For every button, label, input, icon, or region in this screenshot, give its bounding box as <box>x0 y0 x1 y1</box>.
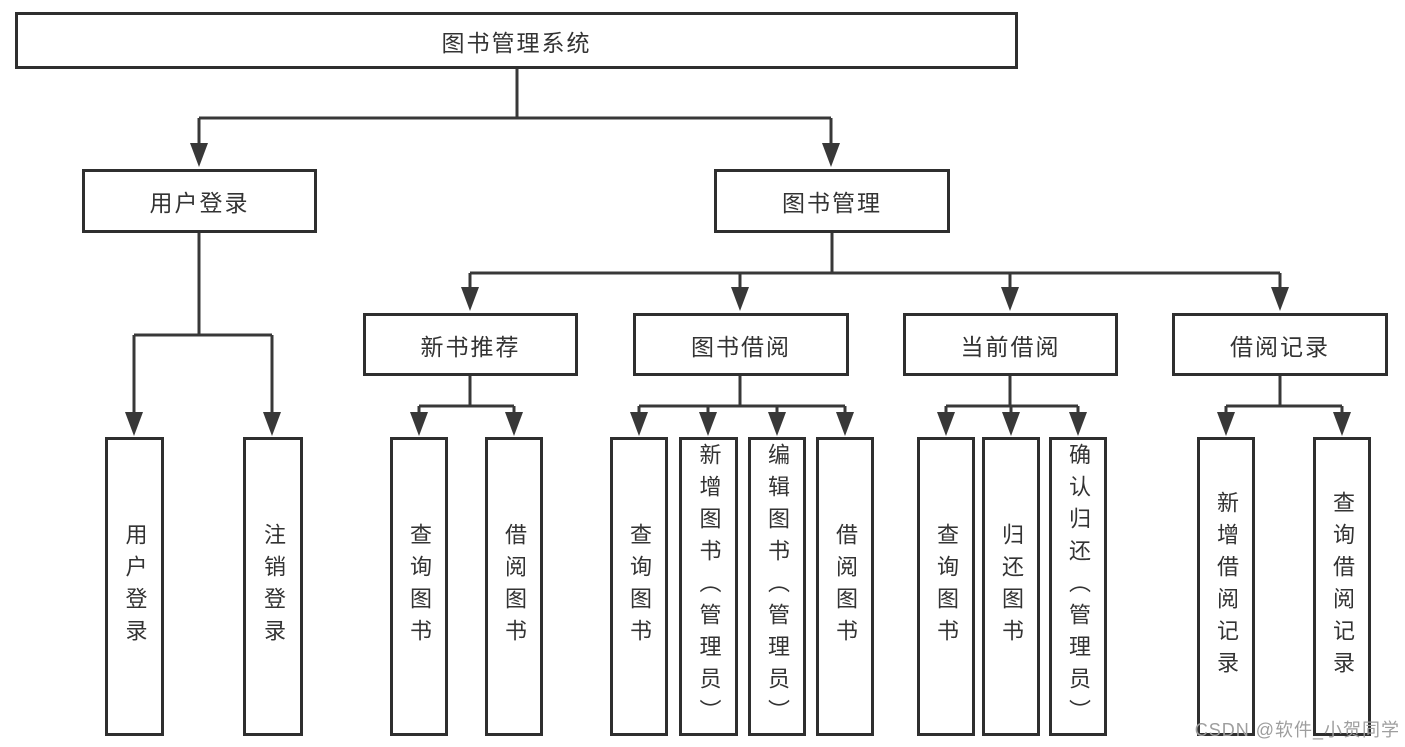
leaf-borrowing-borrow-books: 借阅图书 <box>816 437 874 736</box>
leaf-newbook-query-books: 查询图书 <box>390 437 448 736</box>
csdn-watermark: CSDN @软件_小贺同学 <box>1194 720 1400 740</box>
arrowhead <box>699 412 717 436</box>
arrowhead <box>1069 412 1087 436</box>
leaf-current-return-books: 归还图书 <box>982 437 1040 736</box>
arrowhead <box>1217 412 1235 436</box>
arrowhead <box>822 143 840 167</box>
arrowhead <box>125 412 143 436</box>
arrowhead <box>263 412 281 436</box>
leaf-logout: 注销登录 <box>243 437 303 736</box>
arrowhead <box>1001 287 1019 311</box>
leaf-records-query-record: 查询借阅记录 <box>1313 437 1371 736</box>
connector <box>637 376 847 416</box>
arrowhead <box>505 412 523 436</box>
leaf-current-confirm-return-admin: 确认归还（管理员） <box>1049 437 1107 736</box>
leaf-user-login: 用户登录 <box>105 437 164 736</box>
arrowhead <box>190 143 208 167</box>
node-borrow-records: 借阅记录 <box>1172 313 1388 376</box>
connector <box>417 376 516 416</box>
arrowhead <box>1333 412 1351 436</box>
connector <box>132 233 274 414</box>
tree-connectors <box>125 69 1351 436</box>
connector <box>197 69 833 146</box>
leaf-records-add-record: 新增借阅记录 <box>1197 437 1255 736</box>
arrowhead <box>410 412 428 436</box>
leaf-borrowing-query-books: 查询图书 <box>610 437 668 736</box>
leaf-borrowing-add-books-admin: 新增图书（管理员） <box>679 437 738 736</box>
node-book-borrowing: 图书借阅 <box>633 313 849 376</box>
arrowhead <box>937 412 955 436</box>
node-current-borrowing: 当前借阅 <box>903 313 1118 376</box>
leaf-borrowing-edit-books-admin: 编辑图书（管理员） <box>748 437 806 736</box>
leaf-current-query-books: 查询图书 <box>917 437 975 736</box>
node-user-login: 用户登录 <box>82 169 317 233</box>
arrowhead <box>1002 412 1020 436</box>
connector <box>1224 376 1344 416</box>
arrowhead <box>731 287 749 311</box>
connector <box>944 376 1080 416</box>
arrowhead <box>461 287 479 311</box>
arrowhead <box>768 412 786 436</box>
node-book-management: 图书管理 <box>714 169 950 233</box>
leaf-newbook-borrow-books: 借阅图书 <box>485 437 543 736</box>
connector <box>468 233 1282 290</box>
arrowhead <box>1271 287 1289 311</box>
node-new-book-recommend: 新书推荐 <box>363 313 578 376</box>
arrowhead <box>630 412 648 436</box>
arrowhead <box>836 412 854 436</box>
node-root-system: 图书管理系统 <box>15 12 1018 69</box>
